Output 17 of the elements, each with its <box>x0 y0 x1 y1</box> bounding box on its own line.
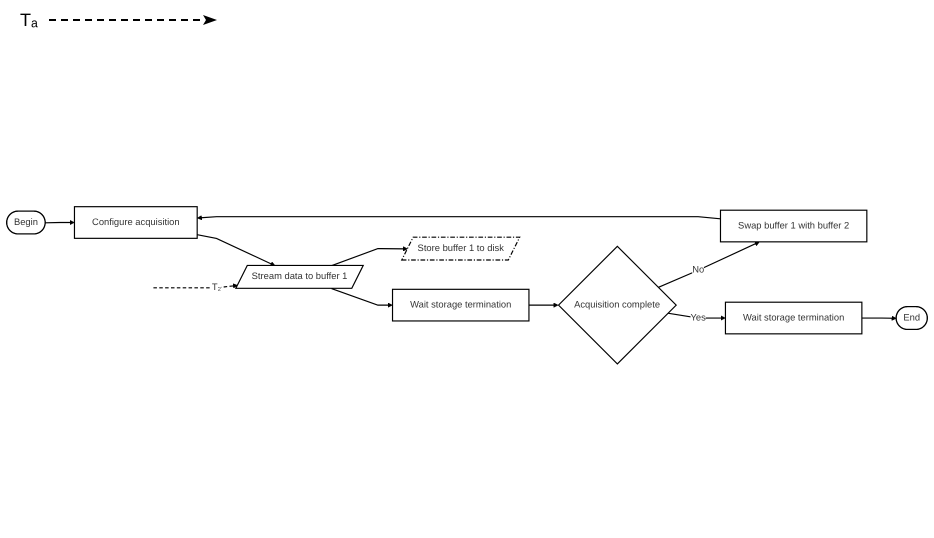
arrow <box>197 234 276 266</box>
arrow <box>196 214 721 220</box>
node-box: Wait storage termination <box>724 301 862 334</box>
node-box: Wait storage termination <box>392 288 530 322</box>
arrow <box>45 220 75 225</box>
arrow <box>331 288 393 308</box>
arrow <box>153 283 238 288</box>
edge-label: No <box>692 264 704 275</box>
edge-label: T₂ <box>212 282 222 292</box>
arrow <box>658 241 760 288</box>
arrow <box>528 302 558 308</box>
node-box: Configure acquisition <box>74 206 198 239</box>
arrow <box>862 315 897 320</box>
node-box: Swap buffer 1 with buffer 2 <box>720 209 868 242</box>
node-diamond: Acquisition complete <box>558 245 677 364</box>
edge-label: Yes <box>690 312 706 322</box>
time-label: Tₐ <box>20 10 38 30</box>
